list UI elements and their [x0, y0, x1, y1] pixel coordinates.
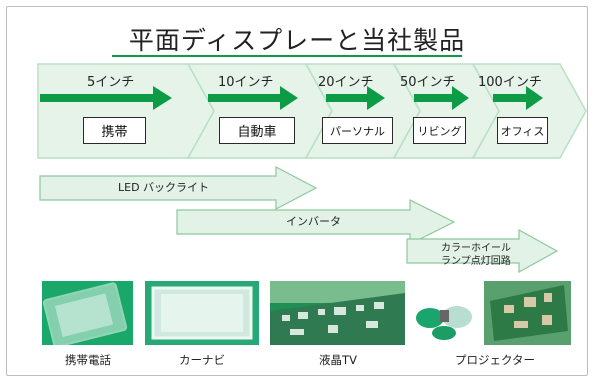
lamp-circuit-board	[490, 285, 568, 341]
caption-car-navigation: カーナビ	[179, 353, 225, 367]
arrow-led-backlight	[39, 166, 318, 210]
caption-lcd-tv: 液晶TV	[319, 353, 357, 367]
lcd-tv-inverter-board	[270, 281, 405, 345]
photo-car-navigation	[145, 281, 259, 345]
arrow-inverter	[176, 199, 456, 245]
application-box-office: オフィス	[497, 117, 548, 144]
green-arrow-5inch	[40, 86, 172, 110]
arrow-colorwheel	[406, 228, 559, 274]
green-arrows	[40, 86, 543, 110]
green-arrow-10inch	[208, 86, 298, 110]
green-arrow-20inch	[326, 86, 385, 110]
application-box-personal: パーソナル	[322, 117, 393, 144]
stage-size-10inch: 10インチ	[218, 75, 274, 90]
green-arrow-100inch	[493, 86, 543, 110]
application-box-mobile: 携帯	[83, 117, 146, 144]
product-label-colorwheel: カラーホイール ランプ点灯回路	[441, 243, 511, 267]
stage-size-100inch: 100インチ	[478, 75, 542, 90]
stage-size-5inch: 5インチ	[87, 75, 135, 90]
title-underline	[112, 55, 462, 57]
application-box-automotive: 自動車	[219, 117, 295, 144]
application-box-living: リビング	[413, 117, 466, 144]
mobile-backlight-panel	[42, 282, 128, 345]
stage-size-20inch: 20インチ	[318, 75, 374, 90]
product-label-led-backlight: LED バックライト	[118, 181, 210, 194]
car-nav-backlight-panel	[151, 286, 253, 340]
green-arrow-50inch	[414, 86, 469, 110]
caption-mobile-phone: 携帯電話	[65, 353, 111, 367]
photo-lcd-tv	[270, 281, 405, 345]
figure-title: 平面ディスプレーと当社製品	[128, 26, 466, 55]
color-wheel	[416, 306, 472, 340]
photo-mobile-phone	[42, 281, 133, 345]
product-label-inverter: インバータ	[286, 215, 341, 228]
caption-projector: プロジェクター	[454, 353, 536, 367]
photo-projector-colorwheel	[410, 292, 478, 342]
figure-frame	[6, 6, 588, 376]
photo-projector-lamp-circuit	[484, 281, 571, 345]
stage-size-50inch: 50インチ	[400, 75, 456, 90]
